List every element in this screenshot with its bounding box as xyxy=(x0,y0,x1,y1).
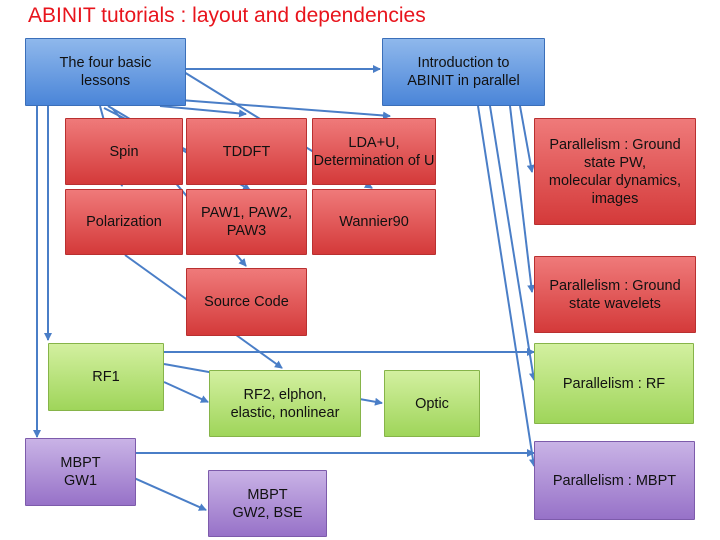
box-rf1: RF1 xyxy=(48,343,164,411)
arrow-parallel-to-par-gs-wav xyxy=(509,105,536,293)
diagram-title: ABINIT tutorials : layout and dependenci… xyxy=(28,4,426,27)
box-source-code: Source Code xyxy=(186,268,307,336)
box-wannier: Wannier90 xyxy=(312,189,436,255)
arrow-basic-to-tddft xyxy=(159,105,247,118)
arrow-parallel-to-par-gs-pw xyxy=(519,105,535,173)
box-rf2: RF2, elphon, elastic, nonlinear xyxy=(209,370,361,437)
box-ldau: LDA+U, Determination of U xyxy=(312,118,436,185)
arrow-basic-to-ldau xyxy=(179,99,391,120)
box-parallelism-mbpt: Parallelism : MBPT xyxy=(534,441,695,520)
arrow-rf1-to-rf2 xyxy=(163,381,209,403)
box-paw: PAW1, PAW2, PAW3 xyxy=(186,189,307,255)
box-parallelism-rf: Parallelism : RF xyxy=(534,343,694,424)
box-mbpt-gw1: MBPT GW1 xyxy=(25,438,136,506)
box-spin: Spin xyxy=(65,118,183,185)
box-parallelism-gs-wavelets: Parallelism : Ground state wavelets xyxy=(534,256,696,333)
arrow-parallel-to-par-rf xyxy=(489,105,537,381)
box-parallelism-gs-pw: Parallelism : Ground state PW, molecular… xyxy=(534,118,696,225)
box-mbpt-gw2: MBPT GW2, BSE xyxy=(208,470,327,537)
arrow-mbpt1-to-mbpt2 xyxy=(124,473,207,511)
box-polarization: Polarization xyxy=(65,189,183,255)
box-parallel-intro: Introduction to ABINIT in parallel xyxy=(382,38,545,106)
box-optic: Optic xyxy=(384,370,480,437)
box-basic-lessons: The four basic lessons xyxy=(25,38,186,106)
box-tddft: TDDFT xyxy=(186,118,307,185)
arrow-parallel-to-par-mbpt xyxy=(477,105,537,467)
